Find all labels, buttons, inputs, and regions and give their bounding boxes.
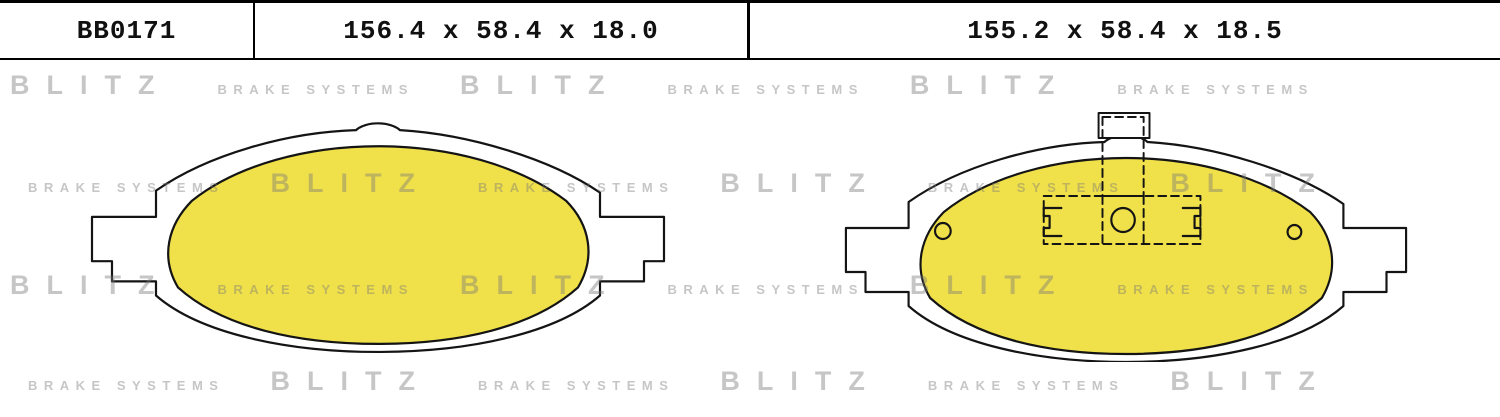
friction-material bbox=[919, 156, 1334, 356]
watermark-brand: BLITZ bbox=[270, 366, 432, 396]
watermark-tagline: BRAKE SYSTEMS bbox=[667, 82, 864, 97]
part-number: BB0171 bbox=[76, 15, 177, 46]
right-pad-dimensions-cell: 155.2 x 58.4 x 18.5 bbox=[750, 3, 1500, 58]
watermark-tagline: BRAKE SYSTEMS bbox=[217, 82, 414, 97]
left-rivet-hole bbox=[933, 221, 952, 241]
sensor-inner-hidden-line bbox=[1101, 195, 1145, 245]
header-row: BB0171 156.4 x 58.4 x 18.0 155.2 x 58.4 … bbox=[0, 0, 1500, 60]
left-brake-pad-drawing bbox=[90, 122, 666, 354]
right-pad-dimensions: 155.2 x 58.4 x 18.5 bbox=[967, 15, 1283, 46]
watermark-tagline: BRAKE SYSTEMS bbox=[28, 378, 225, 393]
watermark-tagline: BRAKE SYSTEMS bbox=[667, 282, 864, 297]
watermark-tagline: BRAKE SYSTEMS bbox=[477, 378, 675, 393]
left-connector-bracket bbox=[1042, 206, 1063, 238]
watermark-brand: BLITZ bbox=[720, 366, 882, 396]
watermark-tagline: BRAKE SYSTEMS bbox=[927, 378, 1125, 393]
part-number-cell: BB0171 bbox=[0, 3, 255, 58]
right-rivet-hole bbox=[1286, 223, 1303, 241]
right-brake-pad-drawing bbox=[844, 112, 1408, 362]
watermark-brand: BLITZ bbox=[909, 70, 1072, 100]
sensor-center-hole bbox=[1110, 206, 1136, 234]
left-pad-dimensions-cell: 156.4 x 58.4 x 18.0 bbox=[255, 3, 750, 58]
watermark-tagline: BRAKE SYSTEMS bbox=[1117, 82, 1314, 97]
sensor-body-hidden-line bbox=[1042, 195, 1202, 245]
left-pad-dimensions: 156.4 x 58.4 x 18.0 bbox=[343, 15, 659, 46]
watermark-brand: BLITZ bbox=[459, 70, 622, 100]
watermark-row: BLITZ BRAKE SYSTEMS BLITZ BRAKE SYSTEMS … bbox=[0, 70, 1500, 101]
friction-material bbox=[167, 145, 590, 345]
watermark-row: BRAKE SYSTEMS BLITZ BRAKE SYSTEMS BLITZ … bbox=[0, 366, 1500, 397]
watermark-brand: BLITZ bbox=[1170, 366, 1332, 396]
right-connector-bracket bbox=[1181, 206, 1202, 238]
watermark-brand: BLITZ bbox=[10, 70, 172, 100]
